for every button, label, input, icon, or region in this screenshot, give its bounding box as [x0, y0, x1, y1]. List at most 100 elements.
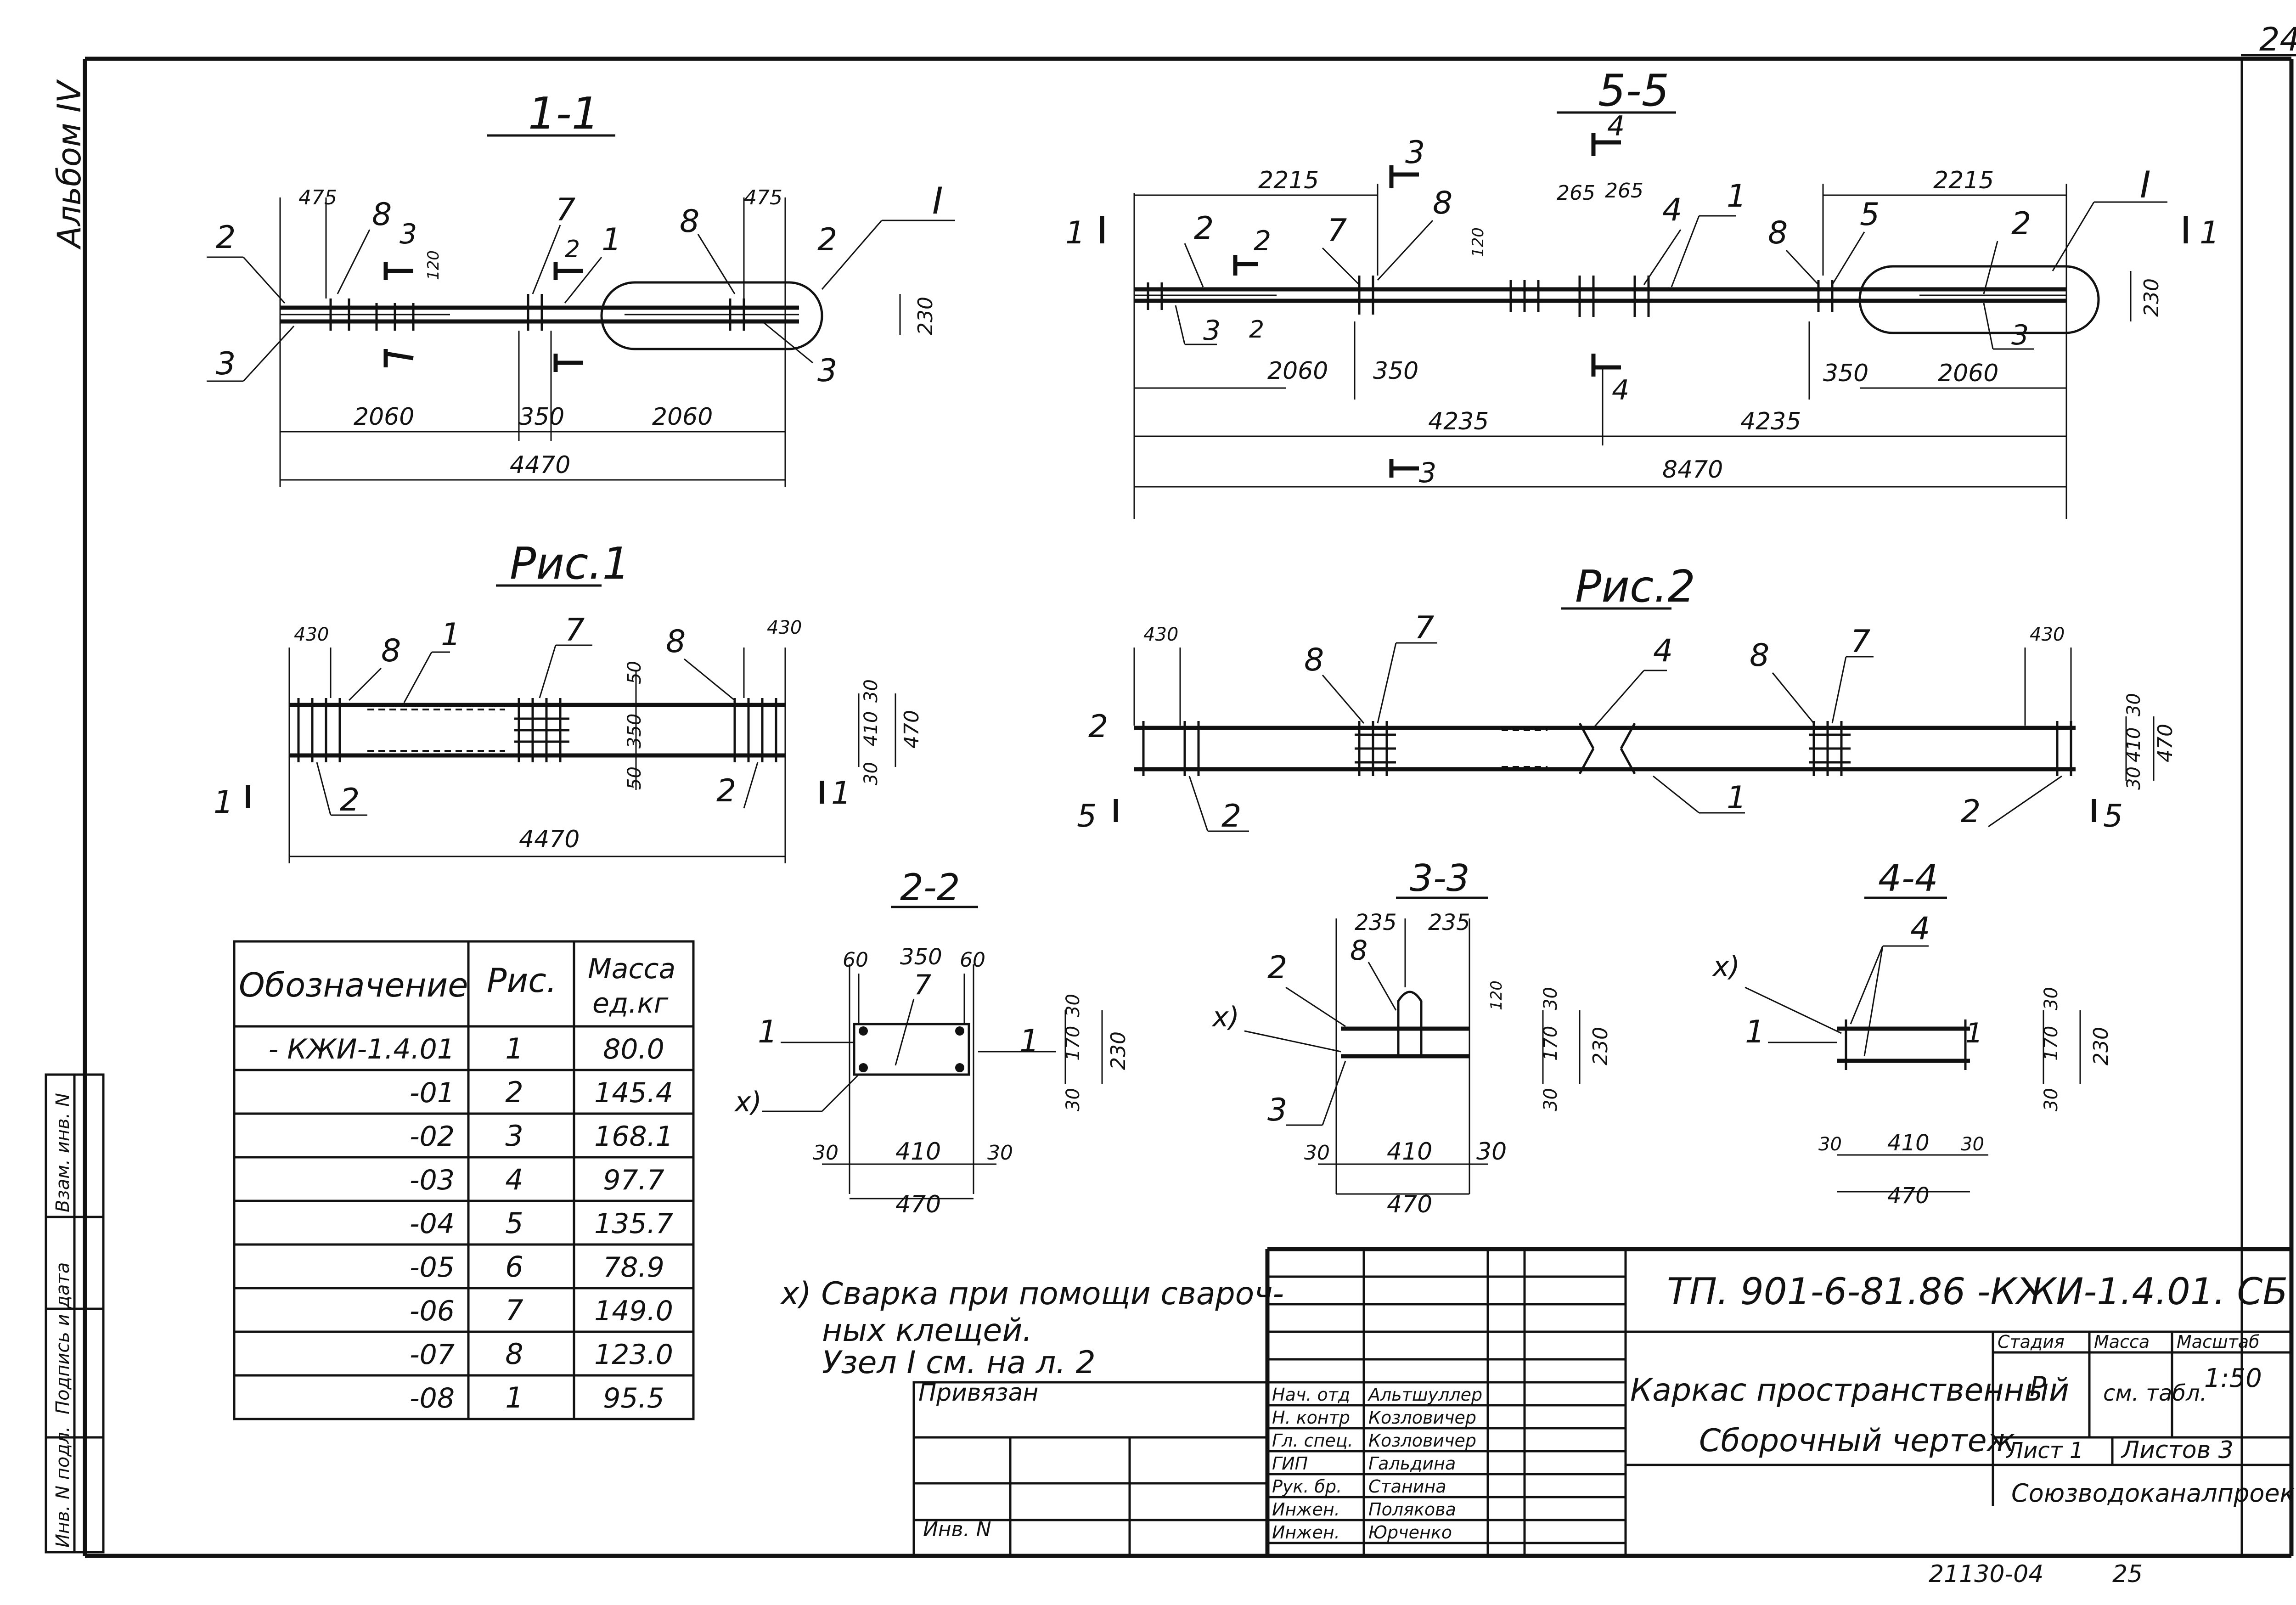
fig2-pos-2a: 2: [1221, 798, 1241, 834]
title-mass-label: Масса: [2094, 1332, 2150, 1352]
s22-dim-350: 350: [900, 944, 942, 970]
fig1-dim-50a: 50: [624, 661, 645, 684]
s33-pos-3: 3: [1267, 1092, 1287, 1128]
title-name-3: Гальдина: [1368, 1453, 1456, 1474]
s33-pos-8: 8: [1350, 935, 1367, 967]
fig1-pos-2b: 2: [716, 773, 736, 809]
title-role-5: Инжен.: [1272, 1499, 1340, 1520]
s55-pos-4: 4: [1662, 192, 1682, 228]
section-1-1-title: 1-1: [528, 89, 599, 139]
s44-dim-170: 170: [2041, 1026, 2062, 1061]
table-cell-r1-c2: 145.4: [594, 1077, 673, 1109]
table-cell-r2-c2: 168.1: [594, 1121, 673, 1153]
s22-dim-230: 230: [1107, 1031, 1130, 1070]
s44-dim-30b: 30: [2041, 1088, 2062, 1111]
s33-dim-30t: 30: [1540, 987, 1561, 1010]
title-role-3: ГИП: [1272, 1453, 1308, 1474]
fig1-dim-30b: 30: [861, 762, 882, 785]
table-cell-r1-c1: 2: [505, 1076, 523, 1109]
s55-pos-1: 1: [1727, 178, 1746, 214]
table-cell-r7-c2: 123.0: [594, 1339, 673, 1371]
s22-pos-7: 7: [914, 969, 931, 1001]
table-header-designation: Обозначение: [239, 966, 468, 1004]
s55-dim-120: 120: [1469, 227, 1487, 257]
s55-pos-2a: 2: [1194, 210, 1214, 247]
album-label: Альбом IV: [51, 79, 88, 250]
s55-pos-2d: 2: [2011, 206, 2031, 242]
fig1-pos-8a: 8: [381, 633, 401, 669]
s55-cut-3b: 3: [1419, 457, 1436, 489]
s55-dim-265b: 265: [1605, 179, 1643, 203]
section-5-5-title: 5-5: [1598, 66, 1669, 116]
table-cell-r1-c0: -01: [410, 1077, 455, 1109]
fig2-pos-1: 1: [1727, 780, 1746, 816]
title-name-4: Станина: [1368, 1476, 1446, 1497]
note-line-3: Узел I см. на л. 2: [822, 1345, 1096, 1381]
s33-pos-x: x): [1211, 1001, 1239, 1033]
s55-cut-3t: 3: [1405, 135, 1425, 171]
s55-dim-350b: 350: [1823, 360, 1868, 387]
s22-dim-60b: 60: [960, 948, 985, 972]
s44-dim-30l: 30: [1818, 1134, 1842, 1155]
s44-dim-410: 410: [1887, 1130, 1930, 1156]
section-4-4: 4-4 4 x) 1 1 30 170 30 230 30 410 30 470: [1712, 857, 2113, 1209]
fig2-pos-2b: 2: [1961, 794, 1981, 830]
s55-pos-5: 5: [1860, 197, 1880, 233]
fig2-pos-7a: 7: [1414, 610, 1434, 646]
bottom-code: 21130-04: [1929, 1560, 2043, 1588]
fig2-dim-430a: 430: [1143, 624, 1178, 645]
table-cell-r6-c1: 7: [505, 1294, 523, 1327]
fig1-title: Рис.1: [510, 539, 630, 589]
title-name-2: Сборочный чертеж: [1699, 1423, 2015, 1459]
s11-pos-3l: 3: [216, 346, 236, 382]
fig1-dim-4470: 4470: [519, 826, 580, 853]
figure-1: Рис.1 430 430 8 1 7 8 2: [214, 539, 923, 863]
page-number-top: 24: [2259, 21, 2296, 58]
s55-cut-4b: 4: [1612, 374, 1629, 406]
table-cell-r4-c2: 135.7: [594, 1208, 673, 1240]
s11-dim-475b: 475: [744, 186, 782, 209]
s55-cut-1r: 1: [2200, 215, 2219, 251]
s11-dim-350: 350: [519, 403, 564, 431]
title-mass: см. табл.: [2103, 1380, 2207, 1406]
figure-2: Рис.2 430 430 8 7 4 8: [1077, 562, 2177, 834]
section-2-2: 2-2 60 350 60 7 30 170 30 230 1 1 x) 30 …: [734, 866, 1130, 1218]
s11-pos-8b: 8: [680, 203, 699, 240]
s11-pos-I: I: [932, 180, 943, 222]
s22-dim-30b: 30: [1063, 1088, 1084, 1111]
s33-dim-170: 170: [1540, 1026, 1561, 1061]
s55-pos-2c: 2: [1249, 316, 1264, 344]
s22-pos-1: 1: [758, 1014, 777, 1050]
stamp-vzam: Взам. инв. N: [52, 1093, 73, 1212]
fig2-dim-30a: 30: [2123, 693, 2144, 716]
s22-dim-30l: 30: [813, 1141, 838, 1165]
fig1-dim-470: 470: [900, 710, 923, 749]
title-name-1: Козловичер: [1368, 1408, 1476, 1428]
title-name-1: Каркас пространственный: [1630, 1372, 2069, 1408]
s22-dim-30t: 30: [1063, 994, 1084, 1017]
title-sheets: Листов 3: [2121, 1436, 2234, 1464]
s22-dim-470: 470: [895, 1191, 941, 1218]
s44-pos-x: x): [1712, 951, 1740, 983]
table-cell-r4-c1: 5: [505, 1206, 523, 1240]
s33-dim-235a: 235: [1355, 910, 1397, 935]
title-scale-label: Масштаб: [2177, 1332, 2260, 1352]
fig1-dim-30a: 30: [861, 679, 882, 703]
fig2-pos-4: 4: [1653, 633, 1673, 669]
title-name-5: Полякова: [1368, 1499, 1456, 1520]
table-cell-r3-c2: 97.7: [603, 1164, 664, 1196]
s22-dim-60a: 60: [843, 948, 868, 972]
title-block: [912, 1247, 2291, 1557]
title-role-0: Нач. отд: [1272, 1385, 1350, 1405]
s33-dim-30r: 30: [1476, 1138, 1507, 1166]
fig2-pos-8b: 8: [1750, 637, 1769, 674]
fig2-title: Рис.2: [1575, 562, 1695, 612]
s55-pos-7: 7: [1327, 213, 1347, 249]
s44-dim-30r: 30: [1961, 1134, 1984, 1155]
s44-title: 4-4: [1878, 857, 1938, 900]
s11-pos-1: 1: [602, 222, 621, 258]
s55-dim-2215b: 2215: [1933, 167, 1994, 194]
